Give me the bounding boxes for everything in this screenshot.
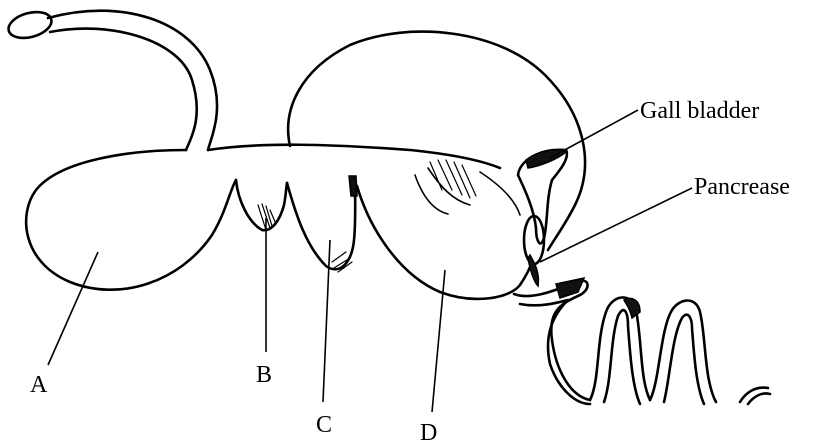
chamber-a xyxy=(26,150,236,290)
label-d: D xyxy=(420,420,437,446)
label-pancreas: Pancrease xyxy=(694,174,790,200)
stomach-dome xyxy=(288,32,585,250)
label-gall-bladder: Gall bladder xyxy=(640,98,759,124)
label-b: B xyxy=(256,362,272,388)
esophagus xyxy=(6,8,217,150)
label-c: C xyxy=(316,412,332,438)
intestine xyxy=(514,278,770,404)
chamber-b xyxy=(236,180,287,230)
upper-canal xyxy=(208,145,500,168)
leader-gall-bladder xyxy=(550,110,638,158)
chamber-c xyxy=(287,176,357,272)
leader-a xyxy=(48,252,98,365)
label-a: A xyxy=(30,372,48,398)
